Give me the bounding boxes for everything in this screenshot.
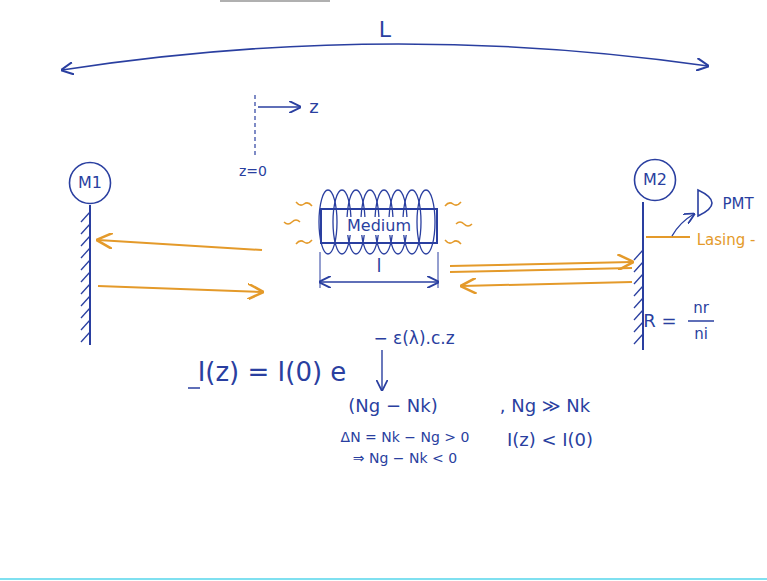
length-arrow: [320, 281, 438, 283]
annotation-arrow: [381, 350, 382, 390]
extension-line: [438, 252, 439, 288]
mirror-label-circle: M2: [633, 158, 677, 202]
node-text: Medium: [345, 217, 413, 235]
underline: [188, 387, 200, 389]
note-label: L: [379, 18, 391, 42]
note-label: ⇒ Ng − Nk < 0: [353, 451, 457, 466]
node-text: M1: [76, 174, 104, 192]
spontaneous-emission: [284, 202, 472, 244]
mirror-label-circle: M1: [68, 161, 112, 205]
note-label: z: [309, 97, 318, 117]
gain-medium-box: Medium: [320, 208, 438, 244]
note-label: , Ng ≫ Nk: [500, 396, 591, 416]
pump-coil: [319, 190, 435, 254]
note-label: Lasing -: [697, 232, 756, 249]
extension-line: [320, 252, 321, 288]
note-label: z=0: [239, 164, 267, 179]
detector-arrow: [672, 214, 694, 236]
fraction-bar: [688, 320, 714, 322]
mirror-line: [89, 205, 91, 345]
node-text: M2: [641, 171, 669, 189]
mirror-hatching: [634, 250, 643, 344]
mirror-hatching: [81, 212, 90, 342]
note-label: PMT: [722, 196, 753, 213]
note-label: R =: [643, 311, 676, 331]
note-label: l: [376, 256, 381, 276]
note-label: ΔN = Nk − Ng > 0: [341, 430, 470, 445]
length-arc: [62, 44, 708, 70]
note-label: − ε(λ).c.z: [373, 329, 454, 348]
origin-dashed-line: [254, 95, 255, 155]
light-beam-arrows: [98, 237, 690, 292]
note-label: nr: [693, 300, 709, 317]
page-edge-line: [0, 578, 767, 580]
z-axis-arrow: [258, 106, 300, 108]
detector-symbol: [698, 190, 712, 216]
note-label: I(z) = I(0) e: [198, 358, 347, 387]
note-label: (Ng − Nk): [348, 396, 437, 416]
note-label: I(z) < I(0): [507, 430, 593, 450]
note-label: ni: [694, 326, 708, 343]
page-edge-line: [220, 0, 330, 2]
